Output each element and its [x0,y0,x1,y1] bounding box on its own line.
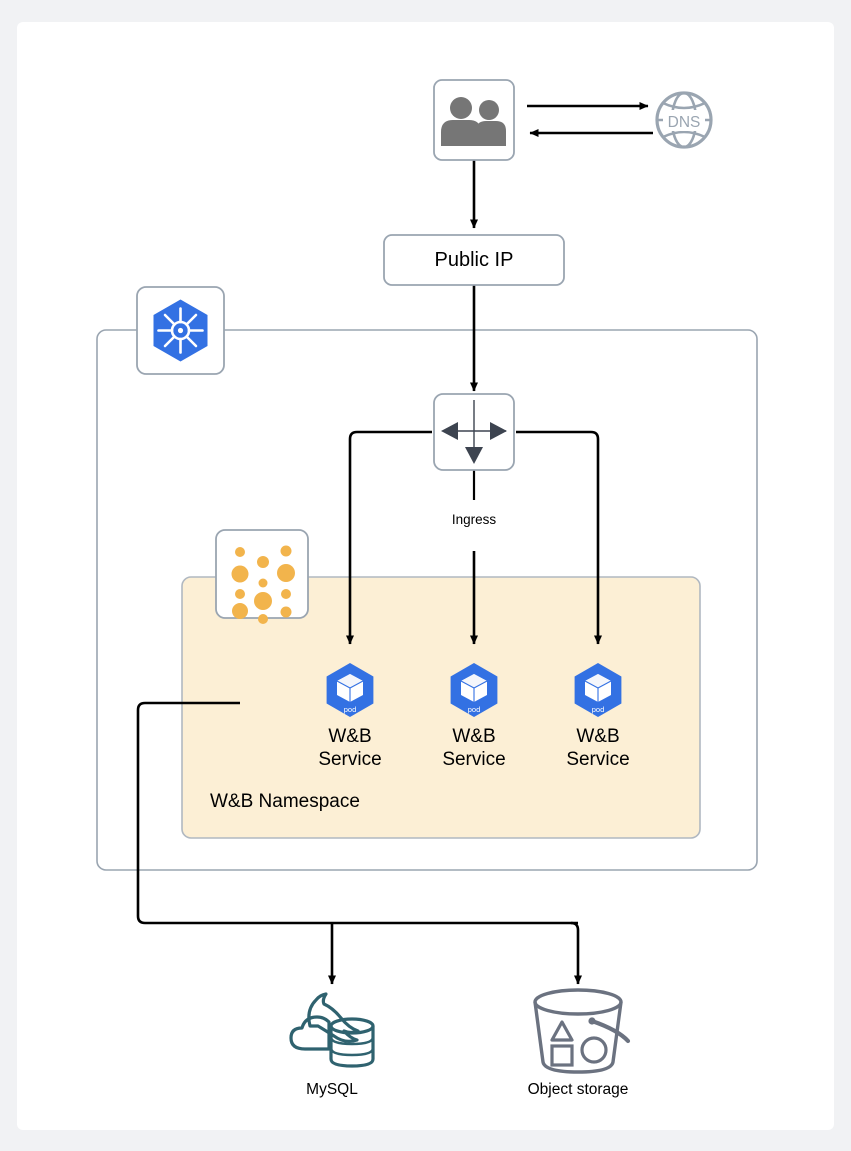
wandb-namespace-boundary [181,576,701,839]
namespace-badge[interactable] [215,529,309,624]
pod-label-line2: Service [442,749,506,771]
pod-cube-glyph [460,674,488,702]
pod-badge-label: pod [592,705,605,714]
kubernetes-pod-icon: pod [326,663,374,717]
kubernetes-pod-icon: pod [450,663,498,717]
namespace-dots-icon [231,545,295,624]
mysql-node[interactable] [289,992,375,1068]
edge-bus-to-object-storage [570,921,582,985]
pod-label-line1: W&B [328,726,372,747]
public-ip-node[interactable] [383,234,565,286]
kubernetes-wheel-icon [153,299,208,362]
mysql-label: MySQL [306,1081,358,1098]
ingress-node[interactable] [433,393,515,471]
pod-cube-glyph [584,674,612,702]
pod-label-line2: Service [318,749,382,771]
pod-badge-label: pod [344,705,357,714]
object-storage-bucket-icon [533,988,631,1074]
object-storage-label: Object storage [527,1081,629,1098]
dns-globe-icon [655,91,713,149]
edge-ingress-to-pod-1 [346,430,432,645]
pod-node-3[interactable]: pod [574,663,622,717]
dns-node[interactable]: DNS [655,91,713,149]
pod-label-line1: W&B [452,726,496,747]
mysql-dolphin-icon [289,992,375,1068]
kubernetes-cluster-boundary [96,329,758,871]
mysql-database-cylinder [329,1017,375,1068]
edge-ingress-to-pod-3 [516,430,602,645]
pod-badge-label: pod [468,705,481,714]
ingress-arrows-icon [441,400,507,464]
pod-label-line1: W&B [576,726,620,747]
pod-cube-glyph [336,674,364,702]
pod-label-line2: Service [566,749,630,771]
public-ip-box [383,234,565,286]
object-storage-node[interactable] [533,988,631,1074]
pod-node-2[interactable]: pod [450,663,498,717]
dns-label: DNS [668,114,701,131]
users-icon [441,97,506,146]
public-ip-label: Public IP [434,249,514,271]
kubernetes-cluster-badge[interactable] [136,286,225,375]
pod-node-1[interactable]: pod [326,663,374,717]
edge-namespace-to-datastores-bus [136,701,578,925]
namespace-label: W&B Namespace [210,791,360,812]
kubernetes-pod-icon: pod [574,663,622,717]
diagram-canvas [17,22,834,1130]
users-node[interactable] [433,79,515,161]
ingress-label: Ingress [451,512,497,527]
users-node-box [433,79,515,161]
